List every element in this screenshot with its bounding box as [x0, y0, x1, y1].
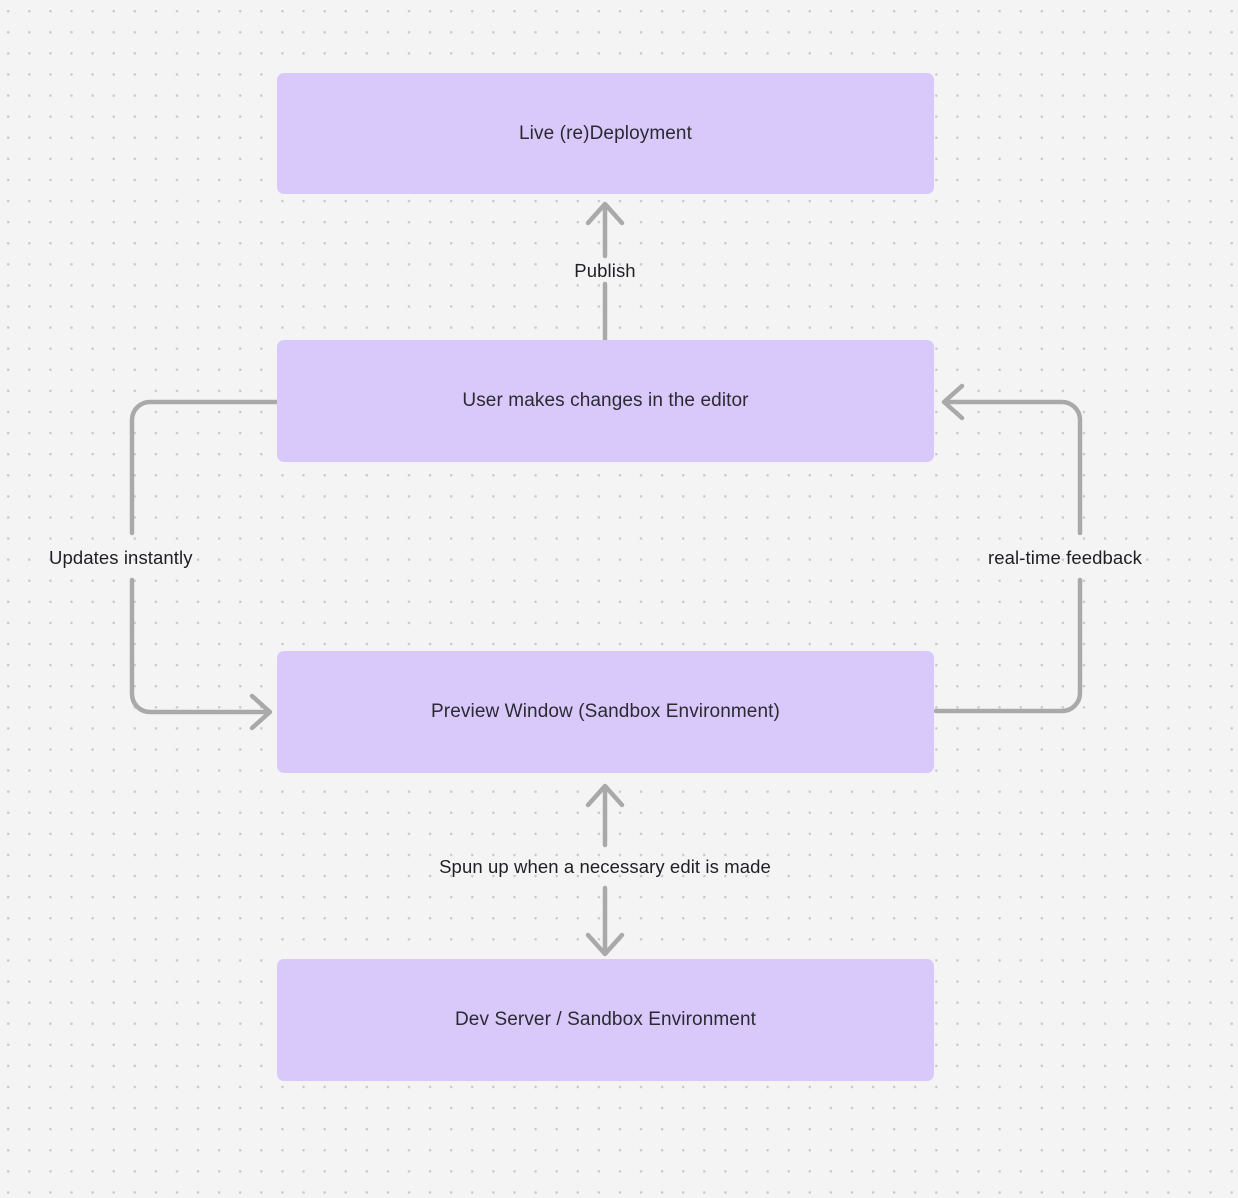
- node-preview-window-label: Preview Window (Sandbox Environment): [431, 701, 780, 722]
- edge-label-spun-up: Spun up when a necessary edit is made: [439, 856, 771, 877]
- edge-label-publish: Publish: [574, 260, 636, 281]
- node-user-edits[interactable]: User makes changes in the editor: [277, 340, 934, 462]
- node-live-deployment[interactable]: Live (re)Deployment: [277, 73, 934, 194]
- node-dev-server-label: Dev Server / Sandbox Environment: [454, 1009, 756, 1030]
- node-preview-window[interactable]: Preview Window (Sandbox Environment): [277, 651, 934, 773]
- node-dev-server[interactable]: Dev Server / Sandbox Environment: [277, 959, 934, 1081]
- node-user-edits-label: User makes changes in the editor: [462, 390, 749, 411]
- node-live-deployment-label: Live (re)Deployment: [519, 122, 692, 144]
- edge-label-updates-instantly: Updates instantly: [49, 547, 193, 568]
- edge-label-real-time-feedback: real-time feedback: [988, 547, 1142, 568]
